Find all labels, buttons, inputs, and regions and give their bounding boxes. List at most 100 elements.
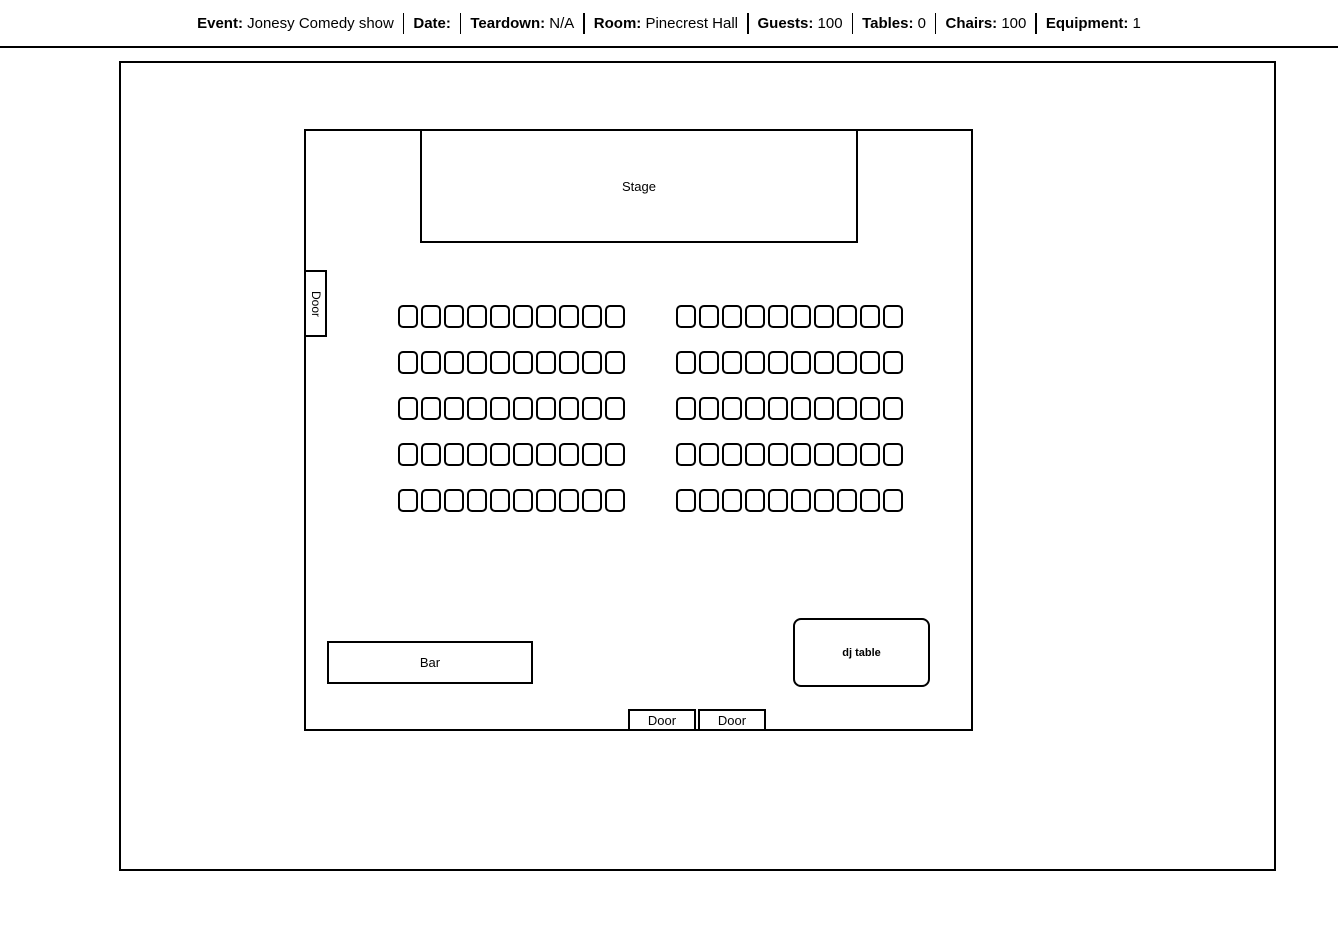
- chair[interactable]: [490, 443, 510, 466]
- chair[interactable]: [490, 351, 510, 374]
- chair[interactable]: [814, 397, 834, 420]
- chair[interactable]: [582, 305, 602, 328]
- bottom-door-2[interactable]: Door: [698, 709, 766, 731]
- chair[interactable]: [467, 397, 487, 420]
- chair[interactable]: [490, 305, 510, 328]
- chair[interactable]: [421, 443, 441, 466]
- chair[interactable]: [814, 489, 834, 512]
- chair[interactable]: [605, 489, 625, 512]
- chair[interactable]: [582, 443, 602, 466]
- chair[interactable]: [559, 443, 579, 466]
- chair[interactable]: [536, 351, 556, 374]
- chair[interactable]: [768, 305, 788, 328]
- chair[interactable]: [860, 489, 880, 512]
- chair[interactable]: [398, 397, 418, 420]
- chair[interactable]: [536, 489, 556, 512]
- chair[interactable]: [513, 305, 533, 328]
- chair[interactable]: [467, 305, 487, 328]
- chair[interactable]: [791, 443, 811, 466]
- chair[interactable]: [722, 443, 742, 466]
- floorplan-canvas[interactable]: Stage Door Bar dj table Door Door: [119, 61, 1276, 871]
- chair[interactable]: [444, 397, 464, 420]
- chair[interactable]: [559, 397, 579, 420]
- chair[interactable]: [860, 397, 880, 420]
- chair[interactable]: [722, 351, 742, 374]
- chair[interactable]: [513, 351, 533, 374]
- chair[interactable]: [791, 489, 811, 512]
- chair[interactable]: [883, 489, 903, 512]
- chair[interactable]: [837, 489, 857, 512]
- chair[interactable]: [513, 443, 533, 466]
- bar[interactable]: Bar: [327, 641, 533, 684]
- chair[interactable]: [676, 305, 696, 328]
- chair[interactable]: [745, 397, 765, 420]
- chair[interactable]: [860, 305, 880, 328]
- chair[interactable]: [421, 397, 441, 420]
- chair[interactable]: [883, 305, 903, 328]
- chair[interactable]: [676, 489, 696, 512]
- chair[interactable]: [559, 305, 579, 328]
- left-door[interactable]: Door: [304, 270, 327, 337]
- chair[interactable]: [837, 305, 857, 328]
- chair[interactable]: [814, 305, 834, 328]
- chair[interactable]: [837, 443, 857, 466]
- chair[interactable]: [745, 489, 765, 512]
- chair[interactable]: [676, 351, 696, 374]
- chair[interactable]: [398, 351, 418, 374]
- chair[interactable]: [444, 351, 464, 374]
- chair[interactable]: [791, 397, 811, 420]
- chair[interactable]: [722, 489, 742, 512]
- chair[interactable]: [444, 305, 464, 328]
- chair[interactable]: [582, 397, 602, 420]
- chair[interactable]: [676, 443, 696, 466]
- chair[interactable]: [605, 397, 625, 420]
- chair[interactable]: [582, 489, 602, 512]
- chair[interactable]: [398, 489, 418, 512]
- chair[interactable]: [883, 397, 903, 420]
- chair[interactable]: [559, 489, 579, 512]
- chair[interactable]: [467, 489, 487, 512]
- chair[interactable]: [722, 305, 742, 328]
- chair[interactable]: [745, 443, 765, 466]
- chair[interactable]: [814, 351, 834, 374]
- chair[interactable]: [699, 443, 719, 466]
- chair[interactable]: [536, 443, 556, 466]
- chair[interactable]: [605, 305, 625, 328]
- chair[interactable]: [814, 443, 834, 466]
- chair[interactable]: [513, 489, 533, 512]
- chair[interactable]: [559, 351, 579, 374]
- chair[interactable]: [883, 443, 903, 466]
- chair[interactable]: [421, 351, 441, 374]
- stage[interactable]: Stage: [420, 129, 858, 243]
- chair[interactable]: [490, 397, 510, 420]
- chair[interactable]: [860, 443, 880, 466]
- chair[interactable]: [421, 489, 441, 512]
- chair[interactable]: [883, 351, 903, 374]
- chair[interactable]: [699, 351, 719, 374]
- chair[interactable]: [745, 351, 765, 374]
- chair[interactable]: [490, 489, 510, 512]
- chair[interactable]: [421, 305, 441, 328]
- chair[interactable]: [860, 351, 880, 374]
- chair[interactable]: [837, 397, 857, 420]
- chair[interactable]: [745, 305, 765, 328]
- chair[interactable]: [444, 443, 464, 466]
- chair[interactable]: [605, 443, 625, 466]
- chair[interactable]: [398, 443, 418, 466]
- chair[interactable]: [467, 443, 487, 466]
- chair[interactable]: [699, 489, 719, 512]
- chair[interactable]: [791, 351, 811, 374]
- chair[interactable]: [768, 351, 788, 374]
- chair[interactable]: [699, 397, 719, 420]
- dj-table[interactable]: dj table: [793, 618, 930, 687]
- chair[interactable]: [582, 351, 602, 374]
- chair[interactable]: [444, 489, 464, 512]
- chair[interactable]: [722, 397, 742, 420]
- chair[interactable]: [398, 305, 418, 328]
- chair[interactable]: [837, 351, 857, 374]
- chair[interactable]: [768, 397, 788, 420]
- chair[interactable]: [605, 351, 625, 374]
- chair[interactable]: [513, 397, 533, 420]
- chair[interactable]: [699, 305, 719, 328]
- chair[interactable]: [768, 443, 788, 466]
